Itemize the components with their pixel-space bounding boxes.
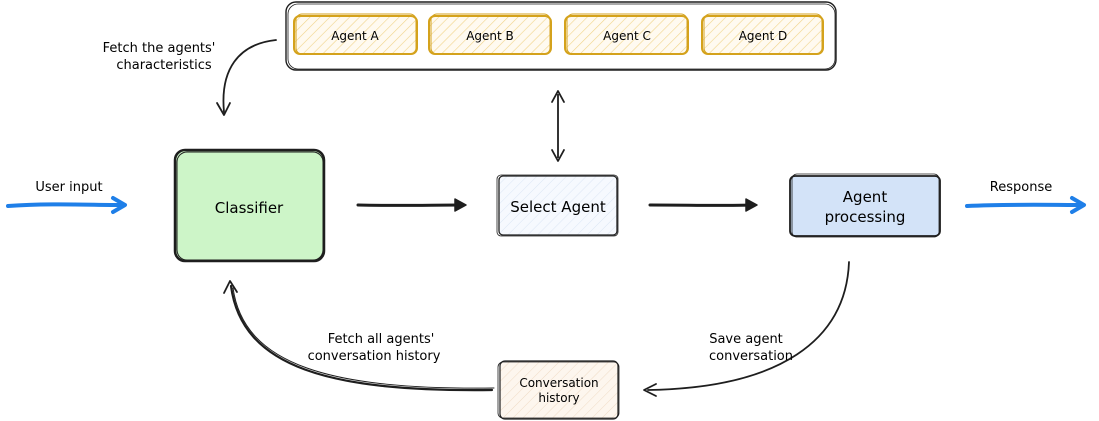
edge-fetch-characteristics: Fetch the agents' characteristics	[103, 39, 277, 116]
agent-label: Agent C	[603, 29, 651, 43]
edge-select-agent-processing	[648, 198, 758, 212]
fetch-history-label-line1: Fetch all agents'	[328, 332, 435, 347]
agents-pool	[285, 1, 837, 71]
agent-card-b: Agent B	[428, 13, 552, 55]
agent-card-d: Agent D	[701, 13, 824, 55]
edge-response: Response	[965, 180, 1086, 214]
edge-fetch-history: Fetch all agents' conversation history	[223, 280, 495, 392]
user-input-label: User input	[35, 180, 102, 195]
fetch-characteristics-label-line1: Fetch the agents'	[103, 41, 216, 56]
conversation-history-node: Conversation history	[497, 360, 620, 420]
agent-processing-label-line1: Agent	[843, 188, 888, 206]
edge-pool-select-agent	[551, 90, 565, 162]
edge-classifier-select-agent	[356, 198, 467, 212]
classifier-label: Classifier	[215, 199, 284, 217]
conversation-history-label-line1: Conversation	[519, 376, 598, 390]
conversation-history-label-line2: history	[538, 391, 579, 405]
save-conversation-label-line1: Save agent	[709, 332, 783, 347]
edge-save-conversation: Save agent conversation	[643, 261, 850, 397]
agent-processing-label-line2: processing	[825, 208, 906, 226]
fetch-history-label-line2: conversation history	[308, 349, 441, 364]
agent-label: Agent B	[466, 29, 514, 43]
select-agent-label: Select Agent	[510, 198, 606, 216]
agent-card-c: Agent C	[564, 13, 689, 55]
save-conversation-label-line2: conversation	[709, 349, 793, 364]
agent-label: Agent D	[739, 29, 788, 43]
agent-label: Agent A	[331, 29, 379, 43]
agent-processing-node: Agent processing	[789, 173, 941, 238]
fetch-characteristics-label-line2: characteristics	[116, 58, 211, 73]
classifier-node: Classifier	[173, 148, 326, 263]
response-label: Response	[990, 180, 1052, 195]
select-agent-node: Select Agent	[496, 174, 619, 237]
agent-card-a: Agent A	[293, 13, 418, 55]
edge-user-input: User input	[6, 180, 127, 214]
